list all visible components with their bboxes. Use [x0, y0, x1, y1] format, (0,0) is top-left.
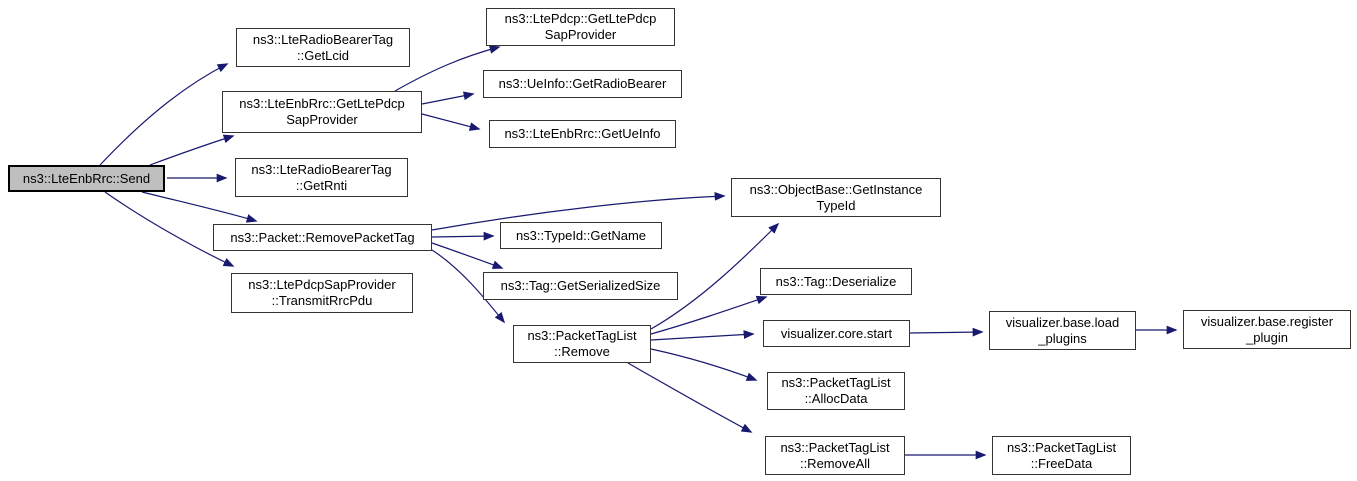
call-edge-packet-tag-list-remove-to-packet-tag-list-remove-all — [627, 362, 753, 433]
node-label-line: ns3::LtePdcp::GetLtePdcp — [504, 11, 657, 26]
call-edge-lte-enb-rrc-get-lte-pdcp-sap-provider-to-ue-info-get-radio-bearer — [421, 91, 475, 105]
node-label-line: ns3::LteEnbRrc::GetUeInfo — [504, 126, 661, 141]
call-edge-packet-remove-packet-tag-to-tag-get-serialized-size — [431, 242, 504, 269]
node-label-line: ::TransmitRrcPdu — [271, 293, 373, 308]
graph-node-packet-tag-list-free-data[interactable]: ns3::PacketTagList::FreeData — [992, 436, 1131, 475]
node-label-line: ns3::LteRadioBearerTag — [252, 31, 394, 47]
node-label-line: ::GetLcid — [296, 47, 350, 63]
node-label-line: ns3::PacketTagList — [781, 375, 891, 390]
graph-node-packet-tag-list-remove-all[interactable]: ns3::PacketTagList::RemoveAll — [765, 436, 905, 475]
node-label-line: ns3::UeInfo::GetRadioBearer — [498, 76, 667, 91]
call-edge-lte-enb-rrc-get-lte-pdcp-sap-provider-to-lte-enb-rrc-get-ue-info — [421, 113, 481, 131]
node-label-line: visualizer.base.register — [1200, 313, 1334, 329]
node-label-line: SapProvider — [544, 27, 617, 42]
node-label-line: ::GetRnti — [295, 177, 348, 193]
node-label-line: ns3::PacketTagList — [780, 439, 890, 455]
node-label-line: ns3::TypeId::GetName — [515, 227, 647, 243]
call-edge-lte-enb-rrc-get-lte-pdcp-sap-provider-to-lte-pdcp-get-lte-pdcp-sap-provider — [394, 45, 501, 92]
graph-node-packet-tag-list-remove[interactable]: ns3::PacketTagList::Remove — [513, 325, 651, 363]
edges-group — [99, 45, 1178, 460]
graph-node-ue-info-get-radio-bearer[interactable]: ns3::UeInfo::GetRadioBearer — [483, 70, 682, 98]
graph-node-lte-pdcp-sap-provider-transmit-rrc-pdu[interactable]: ns3::LtePdcpSapProvider::TransmitRrcPdu — [231, 273, 413, 313]
call-edge-lte-enb-rrc-send-to-packet-remove-packet-tag — [141, 191, 258, 223]
graph-node-packet-remove-packet-tag[interactable]: ns3::Packet::RemovePacketTag — [213, 224, 432, 251]
graph-node-tag-get-serialized-size[interactable]: ns3::Tag::GetSerializedSize — [483, 272, 678, 300]
node-label-line: ::FreeData — [1030, 455, 1093, 471]
node-label-line: ns3::LteRadioBearerTag — [251, 161, 392, 177]
call-edge-packet-remove-packet-tag-to-packet-tag-list-remove — [431, 249, 506, 324]
node-label-line: ns3::LteEnbRrc::GetLtePdcp — [239, 96, 405, 111]
call-edge-packet-tag-list-remove-to-packet-tag-list-alloc-data — [650, 348, 758, 381]
node-label-line: ::RemoveAll — [799, 455, 871, 471]
call-edge-packet-tag-list-remove-to-visualizer-core-start — [650, 330, 755, 341]
node-label-line: ::Remove — [554, 344, 610, 359]
graph-node-lte-radio-bearer-tag-get-lcid[interactable]: ns3::LteRadioBearerTag::GetLcid — [236, 28, 410, 67]
call-edge-packet-tag-list-remove-to-tag-deserialize — [650, 295, 768, 335]
graph-node-visualizer-base-load-plugins[interactable]: visualizer.base.load_plugins — [989, 311, 1136, 350]
call-edge-visualizer-core-start-to-visualizer-base-load-plugins — [909, 327, 984, 337]
root-node-lte-enb-rrc-send: ns3::LteEnbRrc::Send — [8, 165, 165, 192]
node-label-line: ::AllocData — [804, 391, 868, 406]
node-label-line: ns3::Packet::RemovePacketTag — [230, 229, 415, 245]
node-label-line: ns3::PacketTagList — [527, 328, 637, 343]
call-edge-lte-enb-rrc-send-to-lte-enb-rrc-get-lte-pdcp-sap-provider — [149, 134, 235, 166]
node-label-line: ns3::Tag::GetSerializedSize — [500, 278, 661, 293]
call-edge-packet-remove-packet-tag-to-type-id-get-name — [431, 231, 495, 241]
call-edge-packet-tag-list-remove-to-object-base-get-instance-type-id — [650, 222, 780, 330]
node-label-line: ns3::Tag::Deserialize — [775, 273, 897, 289]
node-label-line: _plugin — [1246, 329, 1288, 345]
graph-node-visualizer-core-start[interactable]: visualizer.core.start — [763, 320, 910, 347]
node-label-line: ns3::PacketTagList — [1006, 439, 1117, 455]
graph-node-packet-tag-list-alloc-data[interactable]: ns3::PacketTagList::AllocData — [767, 372, 905, 410]
call-edge-packet-remove-packet-tag-to-object-base-get-instance-type-id — [431, 191, 726, 231]
node-label-line: ns3::ObjectBase::GetInstance — [749, 181, 923, 197]
node-label-line: ns3::LteEnbRrc::Send — [22, 170, 151, 186]
graph-node-type-id-get-name[interactable]: ns3::TypeId::GetName — [500, 222, 662, 249]
node-label-line: visualizer.base.load — [1005, 314, 1120, 330]
node-label-line: TypeId — [816, 197, 856, 213]
node-label-line: visualizer.core.start — [780, 325, 893, 341]
node-label-line: SapProvider — [286, 112, 358, 127]
call-edge-lte-enb-rrc-send-to-lte-pdcp-sap-provider-transmit-rrc-pdu — [104, 191, 235, 267]
graph-node-lte-radio-bearer-tag-get-rnti[interactable]: ns3::LteRadioBearerTag::GetRnti — [235, 158, 408, 197]
node-label-line: _plugins — [1038, 330, 1087, 346]
graph-node-tag-deserialize[interactable]: ns3::Tag::Deserialize — [760, 268, 912, 295]
graph-node-visualizer-base-register-plugin[interactable]: visualizer.base.register_plugin — [1183, 310, 1351, 349]
call-edge-lte-enb-rrc-send-to-lte-radio-bearer-tag-get-lcid — [99, 63, 229, 166]
node-label-line: ns3::LtePdcpSapProvider — [248, 277, 396, 292]
graph-node-lte-enb-rrc-get-ue-info[interactable]: ns3::LteEnbRrc::GetUeInfo — [489, 120, 676, 148]
